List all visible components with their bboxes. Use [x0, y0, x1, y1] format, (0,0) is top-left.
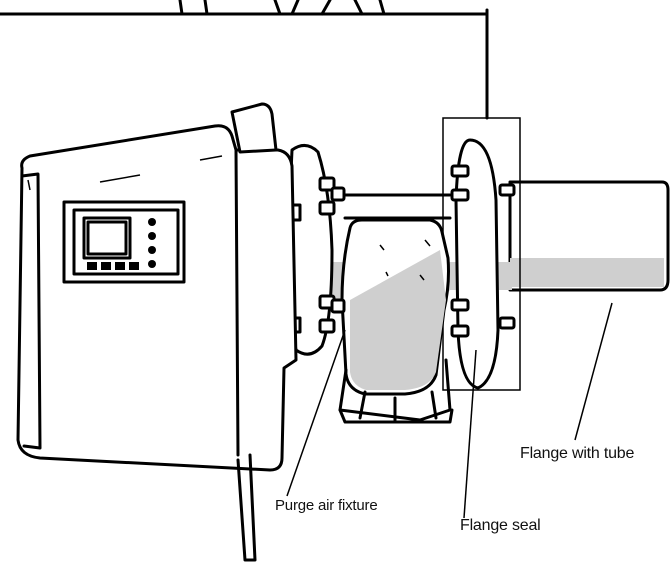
enclosure — [16, 102, 298, 562]
control-panel — [62, 200, 186, 284]
purge-air-fixture-part — [338, 218, 454, 424]
purge-air-fixture-label: Purge air fixture — [275, 497, 378, 514]
leader-purge — [286, 329, 346, 497]
flange-seal-label: Flange seal — [460, 517, 541, 534]
leader-seal — [463, 349, 477, 519]
mount-flange — [238, 144, 346, 356]
flange-tube-part — [450, 138, 516, 390]
leader-tube — [574, 302, 613, 441]
top-structure — [0, 0, 489, 120]
tube — [343, 180, 670, 292]
flange-with-tube-label: Flange with tube — [520, 445, 635, 462]
